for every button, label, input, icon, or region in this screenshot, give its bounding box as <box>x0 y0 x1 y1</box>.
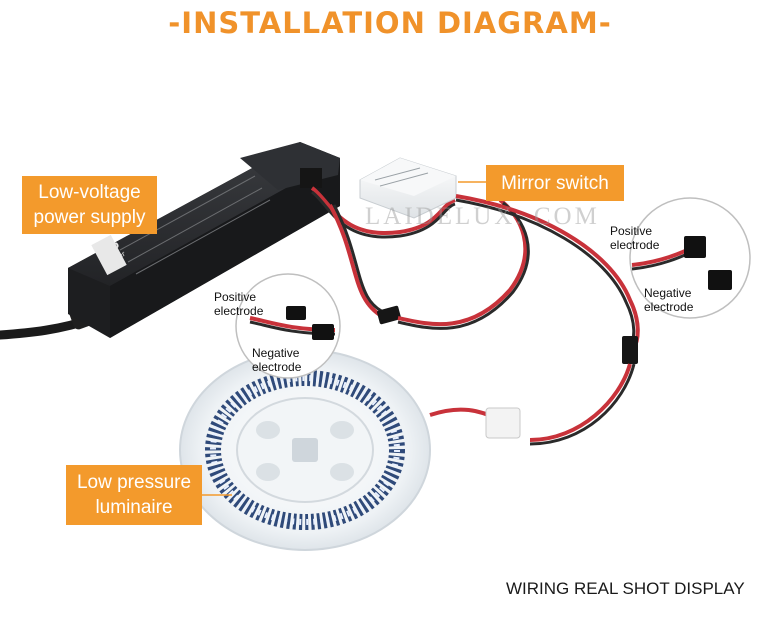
watermark-text: LAIDELUX. COM <box>365 203 600 230</box>
luminaire-label-line2: luminaire <box>95 497 173 518</box>
left-negative-plug <box>312 324 334 340</box>
left-positive-line1: Positive <box>214 290 257 304</box>
left-inline-connector <box>377 305 401 325</box>
right-inline-connector <box>622 336 638 364</box>
right-positive-line2: electrode <box>610 238 660 252</box>
strip-connector <box>485 407 521 439</box>
led-strip-reel <box>179 349 431 551</box>
right-negative-plug <box>708 270 732 290</box>
right-positive-line1: Positive <box>610 224 653 238</box>
left-negative-line1: Negative <box>252 346 300 360</box>
power-supply-label-line1: Low-voltage <box>38 182 141 203</box>
right-negative-line2: electrode <box>644 300 694 314</box>
left-positive-plug <box>286 306 306 320</box>
left-positive-electrode-label: Positive electrode <box>214 290 263 318</box>
left-callout-magnifier <box>235 273 341 379</box>
luminaire-label: Low pressure luminaire <box>66 465 202 525</box>
right-callout-magnifier <box>629 197 751 319</box>
right-positive-electrode-label: Positive electrode <box>610 224 659 252</box>
footer-caption: WIRING REAL SHOT DISPLAY <box>506 579 745 598</box>
mirror-switch-label-text: Mirror switch <box>501 172 609 194</box>
left-negative-line2: electrode <box>252 360 302 374</box>
wire-switch-to-right-connector <box>455 194 640 354</box>
left-positive-line2: electrode <box>214 304 264 318</box>
wire-switch-to-left-connector <box>328 204 386 320</box>
wire-driver-to-switch <box>310 186 456 236</box>
left-negative-electrode-label: Negative electrode <box>252 346 301 374</box>
mirror-switch-label: Mirror switch <box>486 165 624 201</box>
luminaire-label-line1: Low pressure <box>76 472 192 493</box>
right-positive-plug <box>684 236 706 258</box>
led-driver <box>68 142 340 338</box>
right-negative-electrode-label: Negative electrode <box>644 286 693 314</box>
right-negative-line1: Negative <box>644 286 692 300</box>
power-supply-label: Low-voltage power supply <box>22 176 157 234</box>
power-supply-label-line2: power supply <box>33 207 146 228</box>
page-title: -INSTALLATION DIAGRAM- <box>168 6 612 40</box>
